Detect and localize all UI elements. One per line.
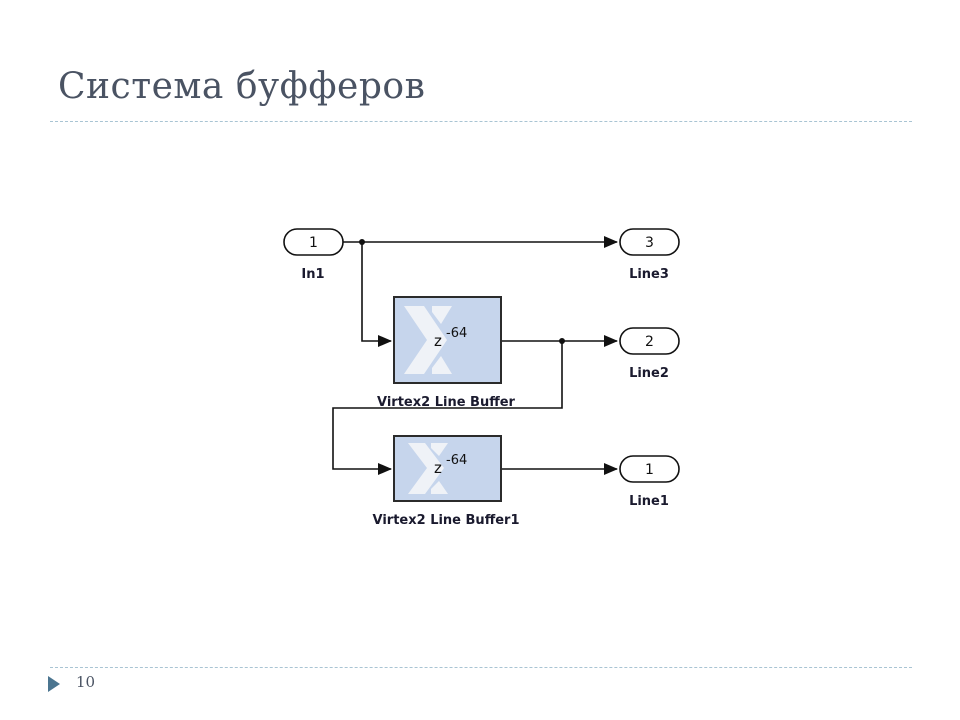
title-divider: [50, 121, 912, 122]
slide-title: Система буфферов: [58, 66, 426, 107]
page-marker-icon: [48, 676, 60, 692]
branch-point: [559, 338, 565, 344]
page-number: 10: [76, 673, 96, 691]
inport-label: In1: [301, 267, 324, 282]
xilinx-logo-icon: [404, 306, 452, 374]
block-z-base: z: [434, 332, 442, 350]
outport-label: Line2: [629, 366, 669, 381]
footer-divider: [50, 667, 912, 668]
block-virtex2-line-buffer1[interactable]: z -64 Virtex2 Line Buffer1: [373, 435, 520, 528]
outport-label: Line3: [629, 267, 669, 282]
block-label: Virtex2 Line Buffer: [377, 395, 516, 410]
outport-line1[interactable]: 1 Line1: [619, 455, 680, 509]
block-z-exponent: -64: [446, 326, 467, 341]
block-virtex2-line-buffer[interactable]: z -64 Virtex2 Line Buffer: [377, 296, 516, 410]
outport-number: 2: [645, 334, 654, 350]
branch-point: [359, 239, 365, 245]
outport-number: 1: [645, 462, 654, 478]
outport-line2[interactable]: 2 Line2: [619, 327, 680, 381]
block-z-exponent: -64: [446, 453, 467, 468]
xilinx-logo-icon: [408, 443, 448, 494]
outport-number: 3: [645, 235, 654, 251]
block-label: Virtex2 Line Buffer1: [373, 513, 520, 528]
block-z-base: z: [434, 459, 442, 477]
outport-label: Line1: [629, 494, 669, 509]
wire-buffer-to-buffer1[interactable]: [332, 341, 563, 475]
wires: [332, 236, 618, 475]
wire-in1-to-buffer[interactable]: [361, 242, 392, 347]
inport-number: 1: [309, 235, 318, 251]
outport-line3[interactable]: 3 Line3: [619, 228, 680, 282]
inport-in1[interactable]: 1 In1: [283, 228, 344, 282]
